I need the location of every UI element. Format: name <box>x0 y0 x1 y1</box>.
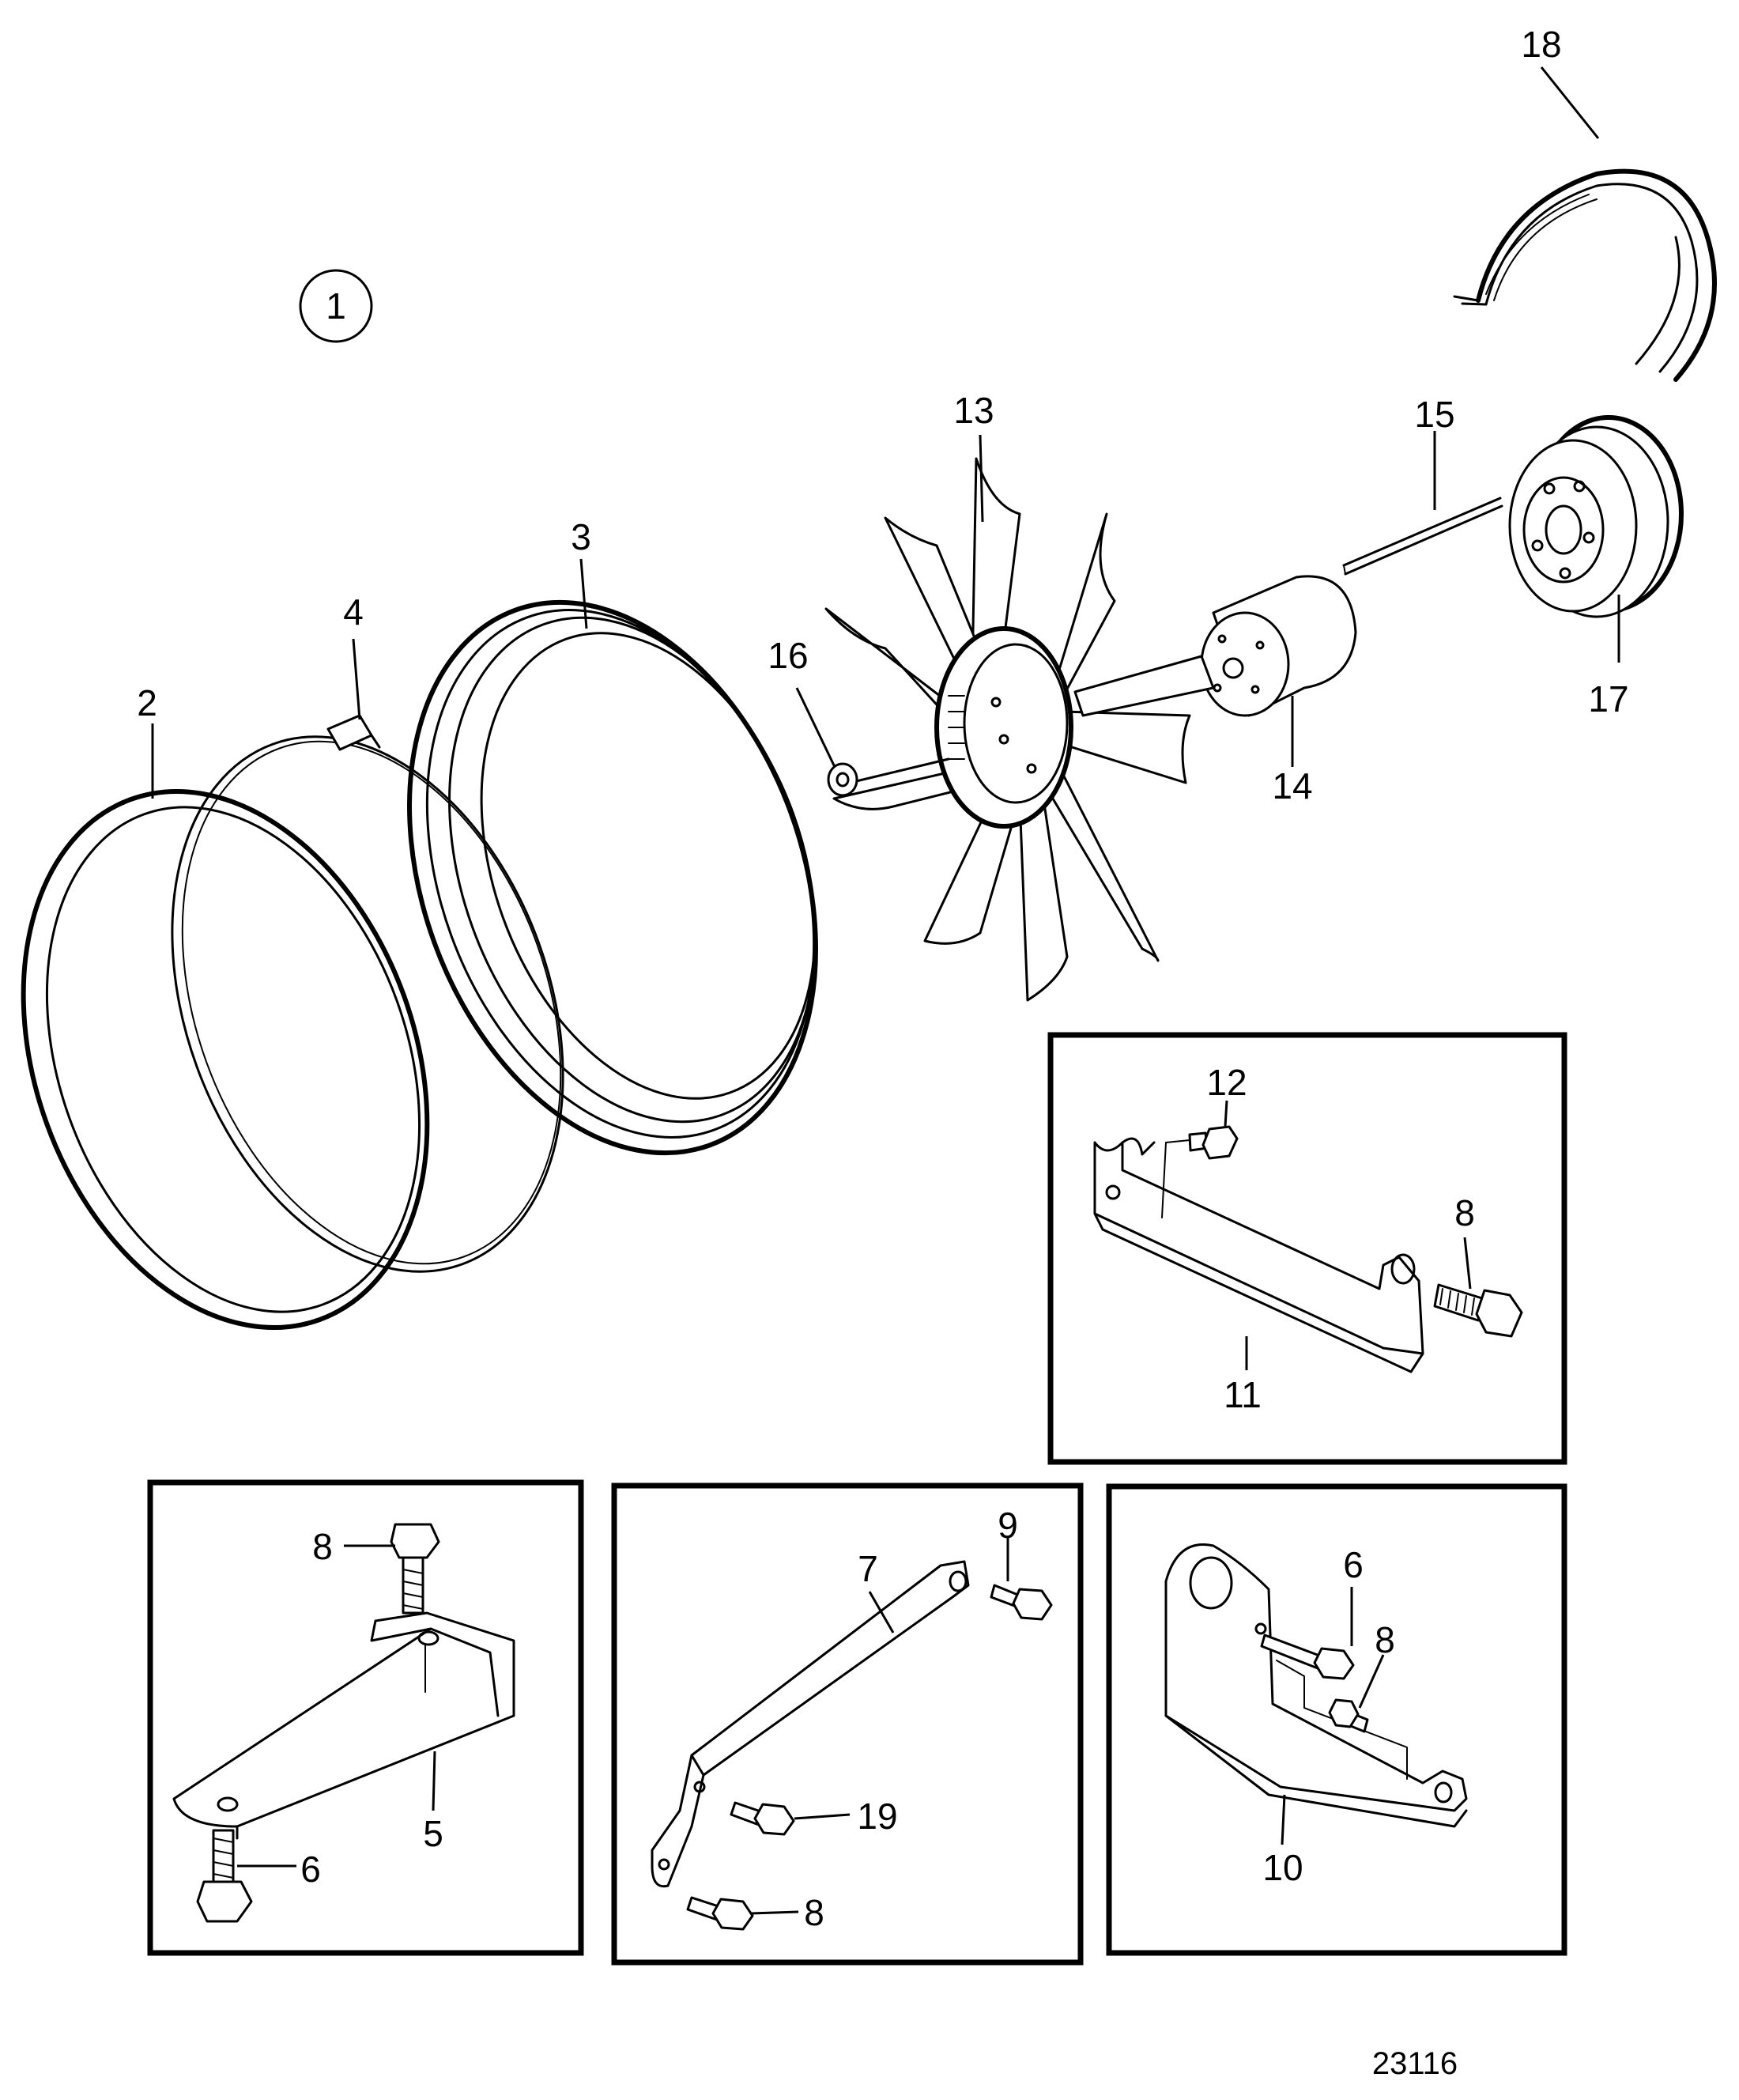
callout-4: 4 <box>343 591 364 633</box>
rubber-ring <box>21 789 430 1330</box>
v-belt <box>1453 168 1717 382</box>
callout-8-b: 8 <box>312 1526 333 1567</box>
callout-15: 15 <box>1414 394 1454 435</box>
hose-clamp <box>171 714 564 1273</box>
callout-5: 5 <box>423 1813 443 1854</box>
frame-bracket-10: 6 8 10 <box>1106 1483 1567 1956</box>
cooling-fan <box>824 457 1215 1002</box>
callout-14: 14 <box>1272 765 1312 806</box>
callout-2: 2 <box>137 682 157 723</box>
callout-16: 16 <box>768 635 808 676</box>
callout-19: 19 <box>857 1796 897 1837</box>
callout-12: 12 <box>1206 1062 1247 1103</box>
pulley <box>1508 415 1684 618</box>
callout-3: 3 <box>571 516 591 557</box>
drawing-number: 23116 <box>1372 2046 1458 2081</box>
group-marker-label: 1 <box>326 285 346 327</box>
group-marker: 1 <box>299 269 373 343</box>
upper-leaders <box>151 66 1620 799</box>
nut <box>827 757 950 797</box>
callout-18: 18 <box>1521 24 1561 65</box>
fan-ring <box>407 599 818 1156</box>
callout-8-a: 8 <box>1454 1192 1475 1233</box>
callout-9: 9 <box>998 1505 1018 1546</box>
stud-bolt <box>1342 497 1503 576</box>
callout-13: 13 <box>953 390 994 431</box>
callout-6-a: 6 <box>300 1849 321 1890</box>
frame-bracket-7: 9 7 19 8 <box>611 1482 1084 1966</box>
callout-8-d: 8 <box>1375 1619 1395 1660</box>
callout-8-c: 8 <box>804 1892 824 1933</box>
callout-11: 11 <box>1224 1374 1262 1415</box>
fan-spacer-hub <box>1200 575 1357 717</box>
callout-6-b: 6 <box>1343 1544 1364 1585</box>
callout-17: 17 <box>1588 678 1628 720</box>
callout-10: 10 <box>1262 1847 1303 1888</box>
callout-7: 7 <box>858 1548 878 1589</box>
frame-bracket-5: 8 6 5 <box>147 1479 584 1956</box>
frame-bracket-11: 12 8 11 <box>1047 1032 1567 1465</box>
